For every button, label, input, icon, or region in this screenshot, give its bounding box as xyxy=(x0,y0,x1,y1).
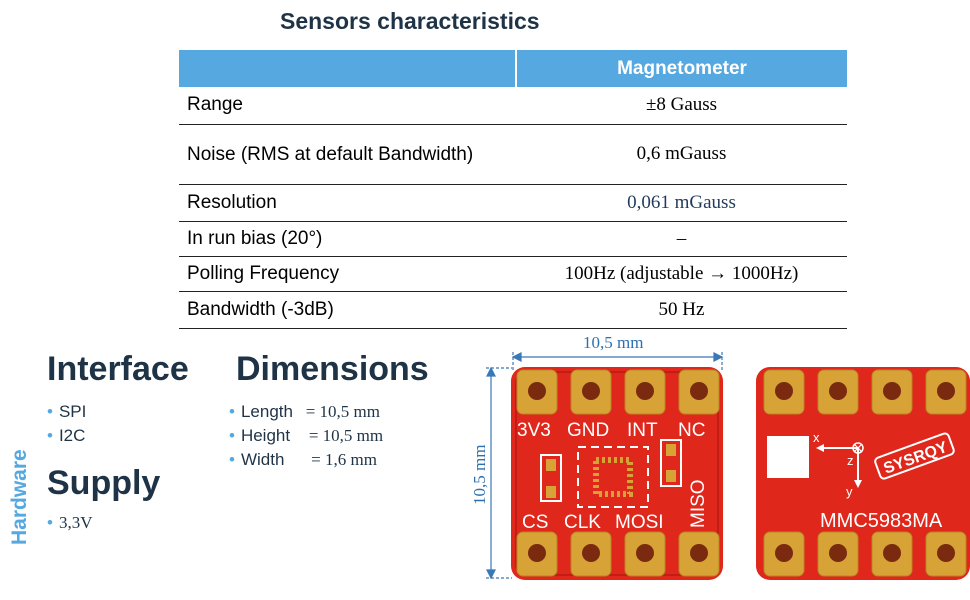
bullet-icon: • xyxy=(47,402,53,421)
row-value: 100Hz (adjustable → 1000Hz) xyxy=(516,256,847,292)
pin-label-gnd: GND xyxy=(567,420,609,441)
dimension-item: • Height = 10,5 mm xyxy=(229,426,383,446)
dimension-label: Width xyxy=(240,450,285,469)
row-label: Resolution xyxy=(179,184,516,222)
dimension-label: Length xyxy=(240,402,293,421)
row-value: ±8 Gauss xyxy=(516,87,847,125)
supply-item-label: 3,3V xyxy=(58,513,93,532)
pin-label-cs: CS xyxy=(522,512,548,533)
pin-labels: 3V3 GND INT NC CS CLK MOSI MISO xyxy=(517,420,709,533)
interface-heading: Interface xyxy=(47,350,189,388)
table-row: Range ±8 Gauss xyxy=(179,87,847,125)
dimensions-heading: Dimensions xyxy=(236,350,429,388)
pin-label-clk: CLK xyxy=(564,512,601,533)
pin-label-int: INT xyxy=(627,420,658,441)
pin-label-3v3: 3V3 xyxy=(517,420,551,441)
dimension-value: = 10,5 mm xyxy=(305,402,380,421)
table-row: Bandwidth (-3dB) 50 Hz xyxy=(179,291,847,329)
dimension-item: • Width = 1,6 mm xyxy=(229,450,377,470)
dimension-lines xyxy=(486,352,724,580)
board-front: 3V3 GND INT NC CS CLK MOSI MISO xyxy=(511,367,723,580)
dimension-label: Height xyxy=(240,426,291,445)
row-label: Bandwidth (-3dB) xyxy=(179,291,516,329)
table-row: Resolution 0,061 mGauss xyxy=(179,184,847,222)
table-row: In run bias (20°) – xyxy=(179,221,847,257)
page-title: Sensors characteristics xyxy=(280,8,540,34)
bottom-pads xyxy=(516,531,720,577)
bullet-icon: • xyxy=(47,426,53,445)
dimension-value: = 1,6 mm xyxy=(311,450,377,469)
row-label: Noise (RMS at default Bandwidth) xyxy=(179,124,516,185)
dimension-value: = 10,5 mm xyxy=(308,426,384,445)
interface-item: • I2C xyxy=(47,426,85,446)
row-value: – xyxy=(516,221,847,257)
bullet-icon: • xyxy=(229,426,235,445)
interface-item-label: SPI xyxy=(58,402,87,421)
supply-item: • 3,3V xyxy=(47,513,92,533)
pin-label-nc: NC xyxy=(678,420,705,441)
bullet-icon: • xyxy=(229,402,235,421)
table-row: Polling Frequency 100Hz (adjustable → 10… xyxy=(179,256,847,292)
row-value: 0,6 mGauss xyxy=(516,124,847,185)
pin-label-miso: MISO xyxy=(688,479,709,528)
interface-item-label: I2C xyxy=(58,426,86,445)
interface-item: • SPI xyxy=(47,402,86,422)
table-header-blank xyxy=(179,50,517,87)
sensor-spec-table: Magnetometer Range ±8 Gauss Noise (RMS a… xyxy=(179,50,847,329)
axis-y-label: y xyxy=(846,484,853,499)
dimension-item: • Length = 10,5 mm xyxy=(229,402,380,422)
axis-z-label: z xyxy=(847,453,854,468)
board-dimension-top-label: 10,5 mm xyxy=(583,333,644,352)
row-label: In run bias (20°) xyxy=(179,221,516,257)
row-label: Range xyxy=(179,87,516,125)
part-number-label: MMC5983MA xyxy=(820,510,943,532)
supply-heading: Supply xyxy=(47,464,161,502)
table-header-magnetometer: Magnetometer xyxy=(516,50,847,87)
axis-x-label: x xyxy=(813,430,820,445)
row-value: 50 Hz xyxy=(516,291,847,329)
board-back: x z y SYSRQY MMC5983MA xyxy=(756,367,970,580)
bullet-icon: • xyxy=(47,513,53,532)
table-header-row: Magnetometer xyxy=(179,50,847,87)
bullet-icon: • xyxy=(229,450,235,469)
pin-label-mosi: MOSI xyxy=(615,512,664,533)
row-value: 0,061 mGauss xyxy=(516,184,847,222)
table-row: Noise (RMS at default Bandwidth) 0,6 mGa… xyxy=(179,124,847,185)
row-label: Polling Frequency xyxy=(179,256,516,292)
